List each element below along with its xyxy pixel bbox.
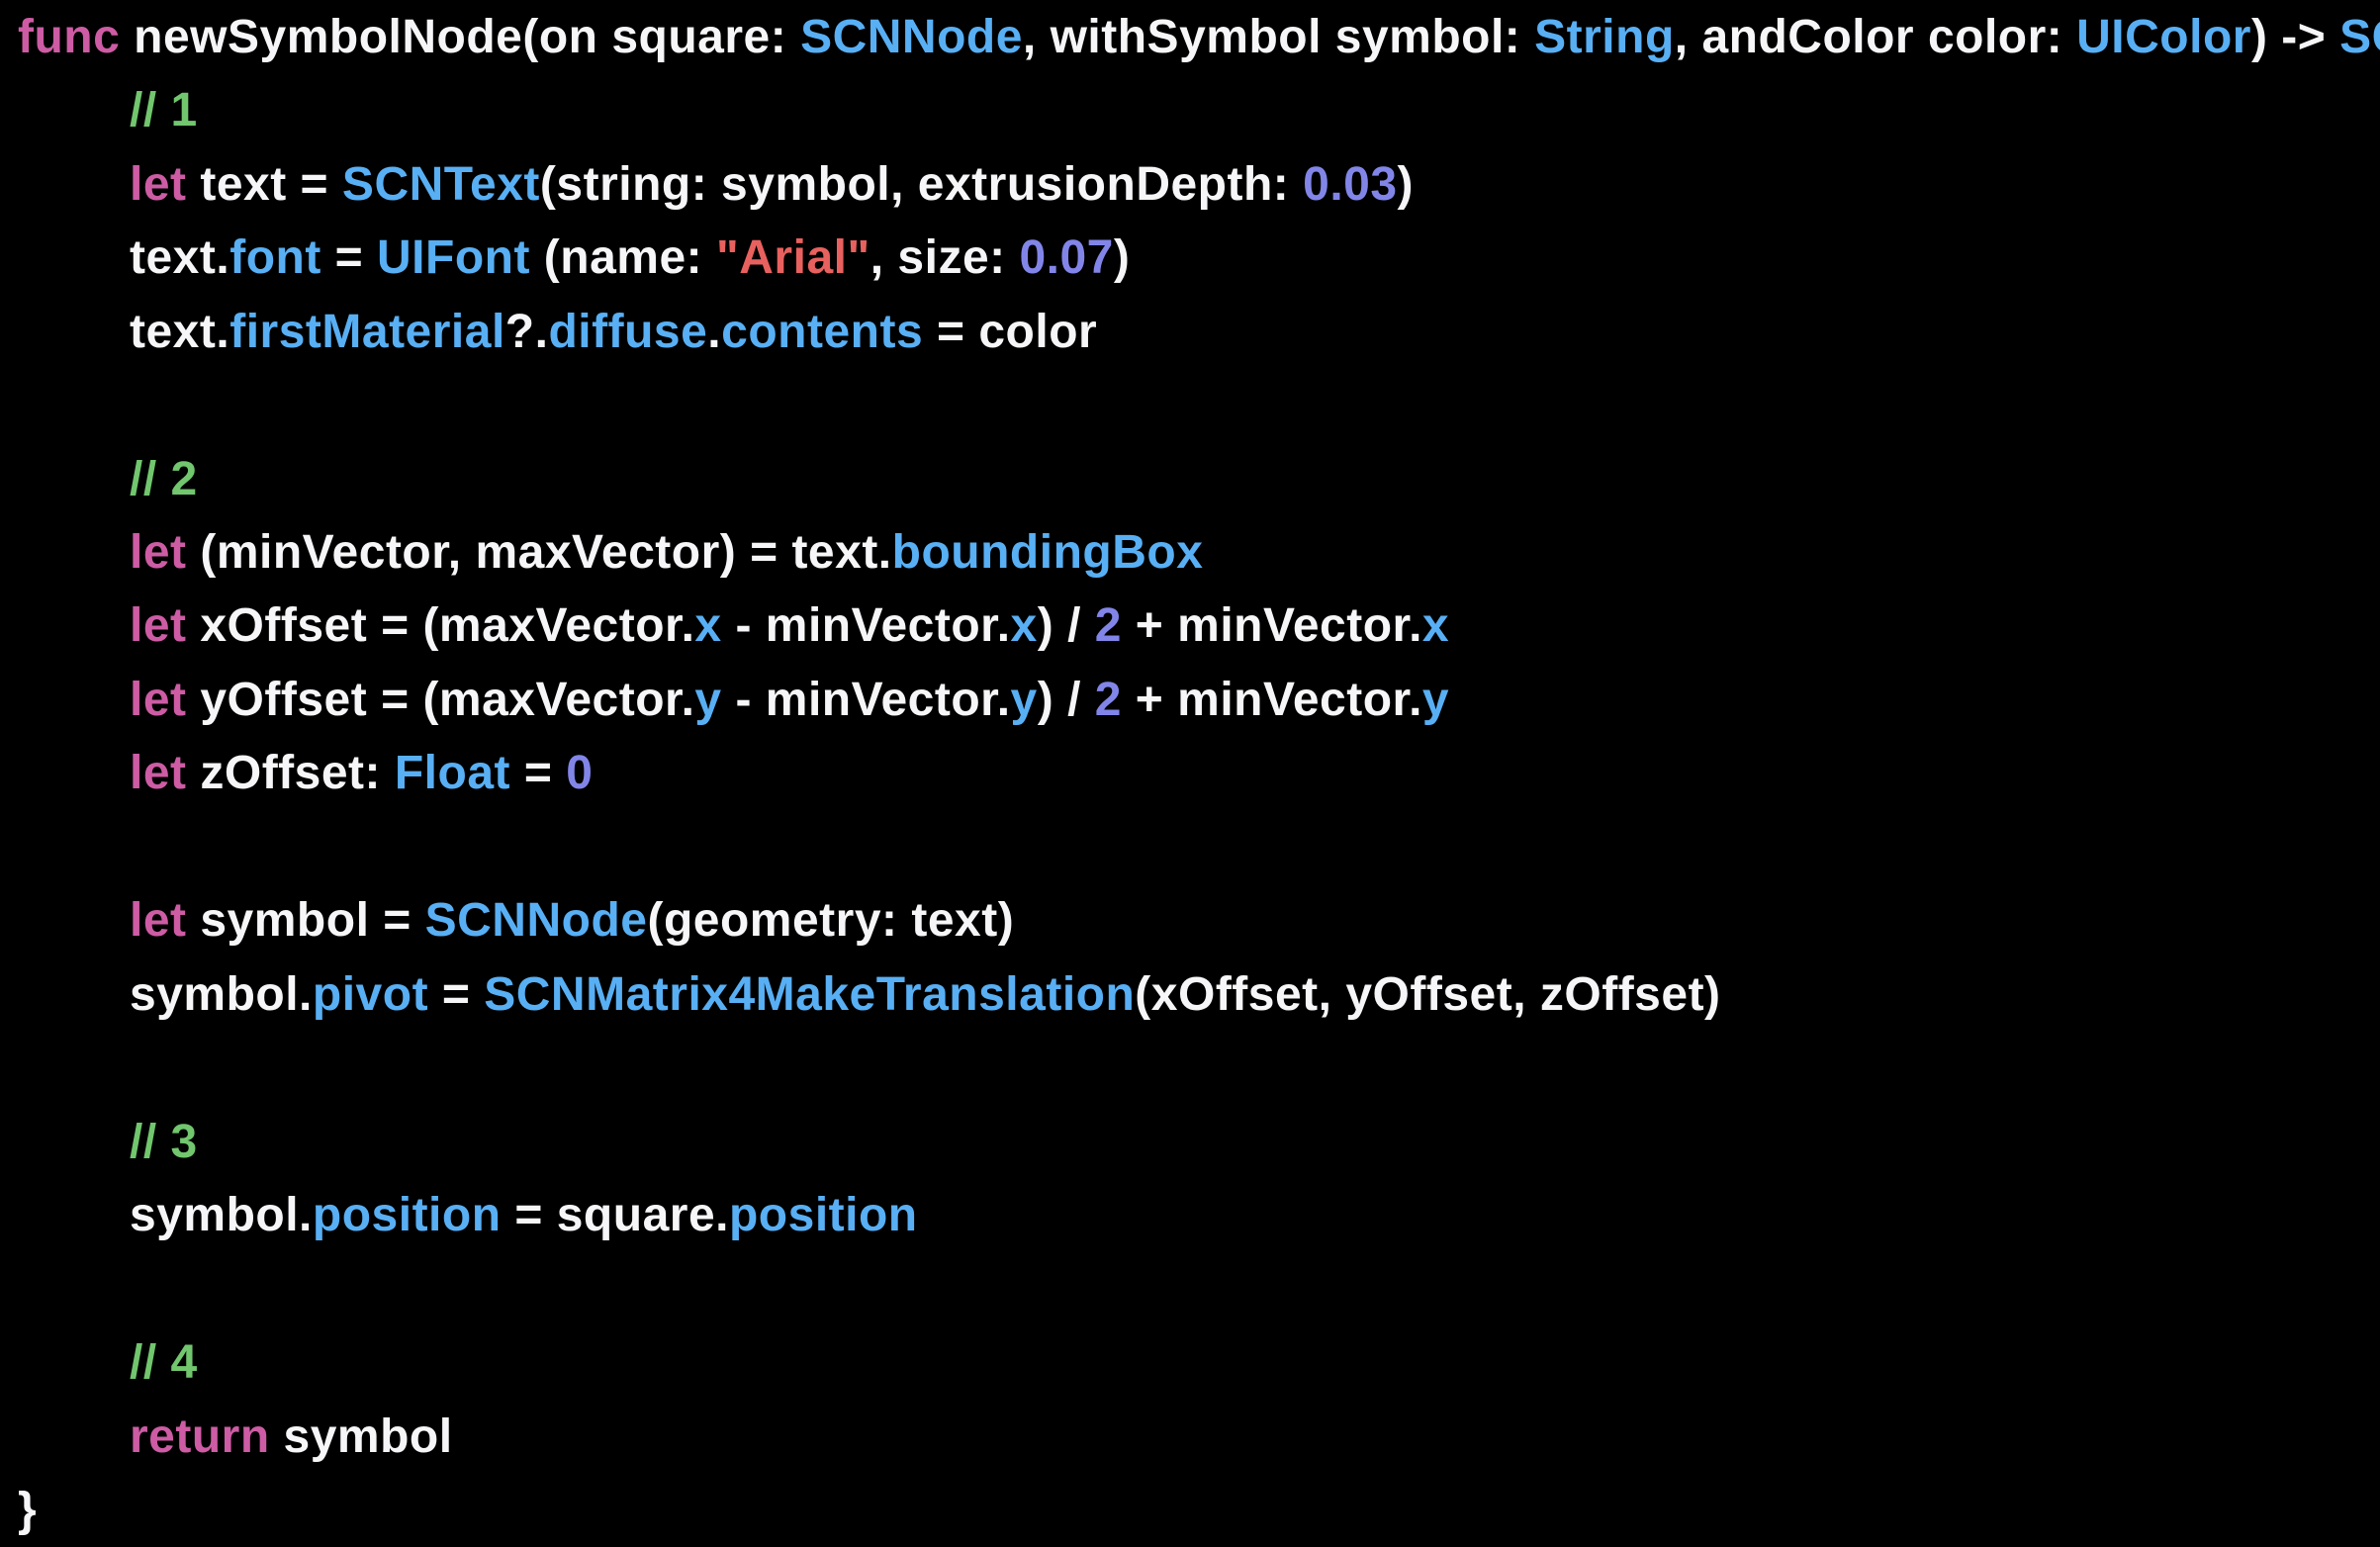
token-comment: // 3 [130, 1115, 198, 1168]
code-line: // 2 [0, 442, 2380, 515]
token-type: y [694, 673, 722, 726]
token-plain: = square. [501, 1189, 729, 1242]
token-keyword: let [130, 157, 201, 211]
code-line: let xOffset = (maxVector.x - minVector.x… [0, 590, 2380, 663]
token-plain: ) [1397, 157, 1415, 211]
token-type: SCNNode [424, 894, 648, 948]
code-line [0, 810, 2380, 883]
token-type: position [312, 1189, 502, 1242]
token-type: SCNNode [2339, 10, 2380, 63]
token-plain: . [707, 305, 722, 358]
code-line: text.font = UIFont (name: "Arial", size:… [0, 221, 2380, 294]
token-type: x [1010, 599, 1038, 653]
code-line [0, 1252, 2380, 1325]
token-plain: ?. [504, 305, 549, 358]
token-plain: + minVector. [1121, 599, 1422, 653]
token-keyword: let [130, 599, 201, 653]
token-plain: ) -> [2250, 10, 2340, 63]
token-keyword: let [130, 747, 201, 800]
token-keyword: return [130, 1410, 284, 1463]
token-type: font [229, 231, 321, 285]
token-type: SCNNode [800, 10, 1023, 63]
token-plain: ) / [1037, 673, 1095, 726]
token-type: SCNMatrix4MakeTranslation [484, 967, 1136, 1021]
token-comment: // 2 [130, 452, 198, 505]
token-type: diffuse [548, 305, 708, 358]
token-type: firstMaterial [229, 305, 505, 358]
token-plain: text. [130, 305, 230, 358]
code-line: let text = SCNText(string: symbol, extru… [0, 147, 2380, 221]
code-line: return symbol [0, 1400, 2380, 1473]
token-number: 2 [1094, 673, 1122, 726]
token-plain: newSymbolNode(on square: [134, 10, 801, 63]
token-type: UIFont [377, 231, 530, 285]
token-type: Float [394, 747, 511, 800]
token-type: position [728, 1189, 918, 1242]
token-plain: ) [1113, 231, 1131, 285]
token-plain: , withSymbol symbol: [1022, 10, 1535, 63]
code-line: func newSymbolNode(on square: SCNNode, w… [0, 0, 2380, 73]
code-line: text.firstMaterial?.diffuse.contents = c… [0, 295, 2380, 368]
token-plain: + minVector. [1121, 673, 1422, 726]
token-type: boundingBox [891, 526, 1204, 580]
token-plain: symbol [283, 1410, 453, 1463]
token-comment: // 1 [130, 84, 198, 137]
token-type: y [1421, 673, 1450, 726]
token-plain: text. [130, 231, 230, 285]
token-plain: = [428, 967, 485, 1021]
token-plain: - minVector. [721, 673, 1011, 726]
token-plain: } [18, 1484, 38, 1537]
token-keyword: let [130, 526, 201, 580]
code-line: // 4 [0, 1325, 2380, 1399]
token-type: SCNText [341, 157, 540, 211]
token-plain: (minVector, maxVector) = text. [200, 526, 892, 580]
token-keyword: func [18, 10, 135, 63]
code-line: let yOffset = (maxVector.y - minVector.y… [0, 663, 2380, 736]
token-plain: xOffset = (maxVector. [200, 599, 695, 653]
code-line: let zOffset: Float = 0 [0, 737, 2380, 810]
code-line: } [0, 1473, 2380, 1546]
token-type: x [1421, 599, 1450, 653]
token-plain: (string: symbol, extrusionDepth: [539, 157, 1304, 211]
token-type: pivot [312, 967, 429, 1021]
token-plain: = color [923, 305, 1098, 358]
token-plain: (xOffset, yOffset, zOffset) [1135, 967, 1721, 1021]
code-line: // 3 [0, 1105, 2380, 1178]
token-number: 0 [566, 747, 594, 800]
token-plain: yOffset = (maxVector. [200, 673, 695, 726]
token-type: x [694, 599, 722, 653]
token-plain: text = [200, 157, 342, 211]
code-line [0, 368, 2380, 441]
token-plain: , andColor color: [1674, 10, 2077, 63]
code-line: let symbol = SCNNode(geometry: text) [0, 884, 2380, 957]
token-plain: zOffset: [200, 747, 395, 800]
token-string: "Arial" [716, 231, 870, 285]
token-plain: - minVector. [721, 599, 1011, 653]
token-type: String [1534, 10, 1675, 63]
token-comment: // 4 [130, 1336, 198, 1390]
token-plain: = [510, 747, 567, 800]
token-plain: symbol. [130, 967, 313, 1021]
code-line: // 1 [0, 73, 2380, 146]
token-type: contents [721, 305, 924, 358]
token-plain: (geometry: text) [647, 894, 1015, 948]
token-plain: symbol. [130, 1189, 313, 1242]
token-number: 0.07 [1019, 231, 1114, 285]
code-line: let (minVector, maxVector) = text.boundi… [0, 515, 2380, 589]
token-type: UIColor [2076, 10, 2251, 63]
token-type: y [1010, 673, 1038, 726]
code-line: symbol.pivot = SCNMatrix4MakeTranslation… [0, 957, 2380, 1031]
token-number: 2 [1094, 599, 1122, 653]
token-plain: = [320, 231, 378, 285]
token-keyword: let [130, 673, 201, 726]
code-line: symbol.position = square.position [0, 1179, 2380, 1252]
token-plain: symbol = [200, 894, 425, 948]
token-plain: (name: [529, 231, 716, 285]
token-plain: , size: [870, 231, 1020, 285]
token-keyword: let [130, 894, 201, 948]
token-number: 0.03 [1303, 157, 1398, 211]
code-line [0, 1032, 2380, 1105]
token-plain: ) / [1037, 599, 1095, 653]
